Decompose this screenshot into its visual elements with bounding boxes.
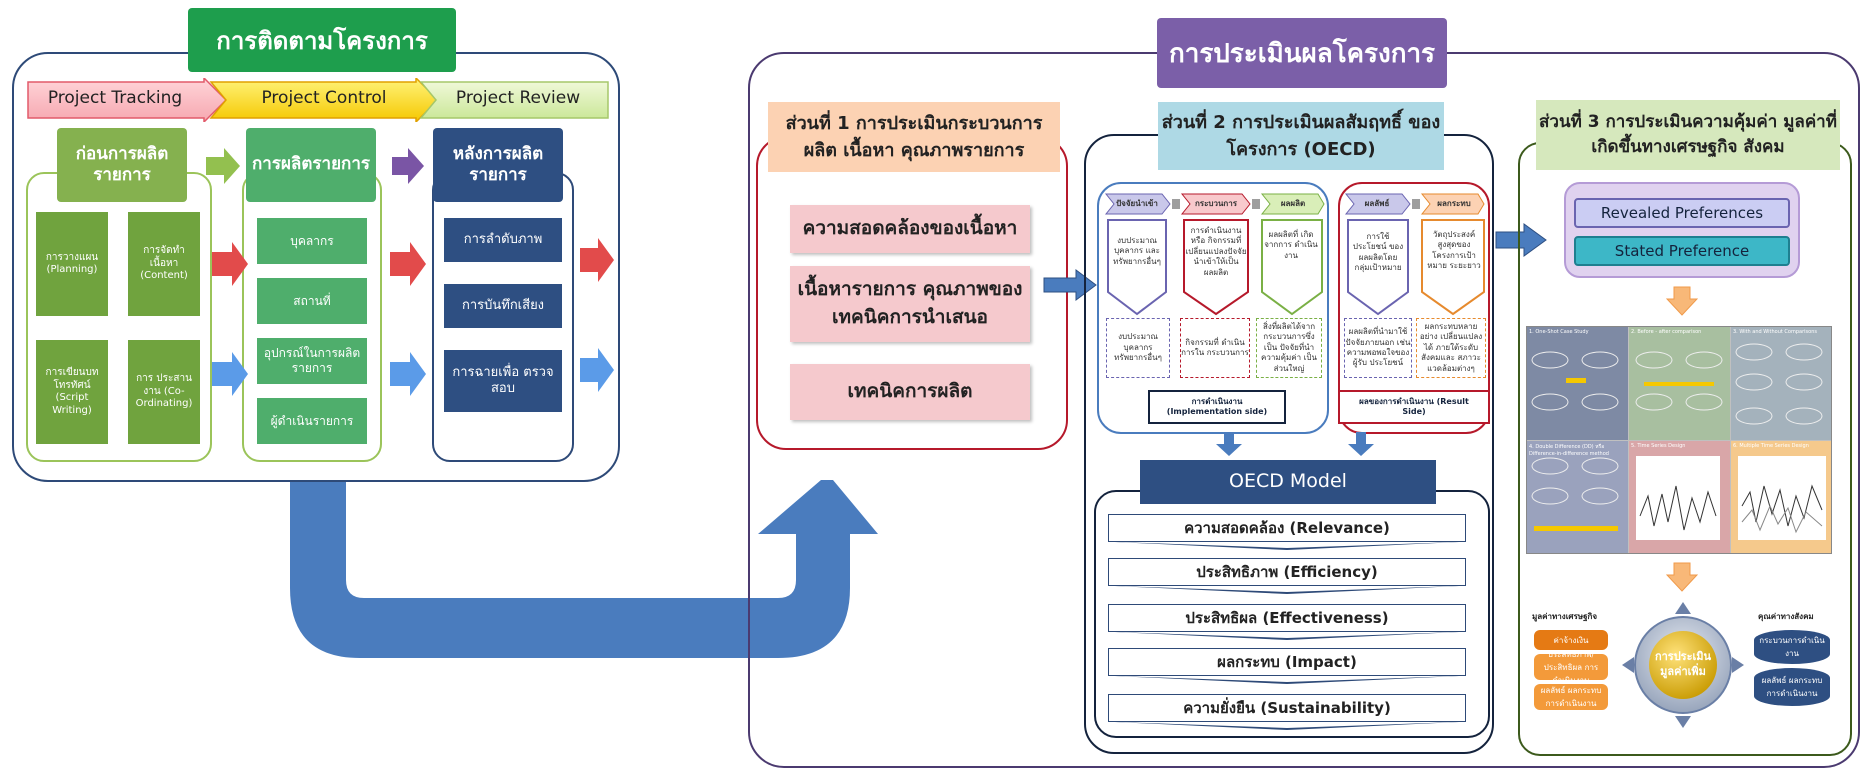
design-label-3: 3. With and Without Comparisons xyxy=(1733,329,1817,335)
econ-item-wage: ค่าจ้างเงิน xyxy=(1534,630,1608,650)
down-arrow-left xyxy=(1216,432,1242,456)
impl-note-input: งบประมาณ บุคลากร ทรัพยากรอื่นๆ xyxy=(1106,318,1170,378)
prod-item-personnel: บุคลากร xyxy=(257,218,367,264)
post-item-editing: การลำดับภาพ xyxy=(444,218,562,262)
part1-item-content-quality: เนื้อหารายการ คุณภาพของ เทคนิคการนำเสนอ xyxy=(790,266,1030,342)
impl-desc-process: การดำเนินงานหรือ กิจกรรมที่ เปลี่ยนแปลงป… xyxy=(1185,226,1247,277)
implementation-label: การดำเนินงาน (Implementation side) xyxy=(1148,390,1286,424)
implementation-heads xyxy=(1104,193,1325,215)
pre-production-header: ก่อนการผลิต รายการ xyxy=(57,128,187,202)
design-label-6: 6. Multiple Time Series Design xyxy=(1733,443,1809,449)
design-label-4: 4. Double Difference (DD) หรือ Differenc… xyxy=(1529,444,1609,457)
value-center-label: การประเมิน มูลค่าเพิ่ม xyxy=(1654,650,1712,678)
impl-desc-input: งบประมาณ บุคลากร และ ทรัพยากรอื่นๆ xyxy=(1113,236,1161,266)
result-label: ผลของการดำเนินงาน (Result Side) xyxy=(1338,390,1490,424)
design-label-5: 5. Time Series Design xyxy=(1631,443,1686,449)
arrow-pre-red xyxy=(212,242,248,286)
design-label-2: 2. Before - after comparison xyxy=(1631,329,1702,335)
social-label: คุณค่าทางสังคม xyxy=(1758,612,1814,621)
result-head-outcome: ผลลัพธ์ xyxy=(1364,199,1390,208)
phase-label-tracking: Project Tracking xyxy=(47,88,183,108)
result-pentagons xyxy=(1347,219,1485,316)
design-panel-1 xyxy=(1527,327,1628,440)
down-arrows-to-oecd xyxy=(1216,432,1374,456)
implementation-pentagons xyxy=(1107,219,1323,316)
oecd-criterion-impact: ผลกระทบ (Impact) xyxy=(1108,648,1466,676)
stated-preference: Stated Preference xyxy=(1574,236,1790,266)
pre-item-content: การจัดทำ เนื้อหา (Content) xyxy=(128,212,200,316)
arrow-pre-blue xyxy=(212,352,248,396)
impl-head-input: ปัจจัยนำเข้า xyxy=(1116,199,1158,208)
down-arrow-right xyxy=(1348,432,1374,456)
phase-label-review: Project Review xyxy=(455,88,581,108)
post-production-header: หลังการผลิต รายการ xyxy=(433,128,563,202)
part1-item-content-consistency: ความสอดคล้องของเนื้อหา xyxy=(790,205,1030,253)
post-item-screening: การฉายเพื่อ ตรวจสอบ xyxy=(444,350,562,412)
econ-item-efficiency: ประสิทธิภาพ/ประสิทธิผล การดำเนินงาน xyxy=(1534,650,1608,685)
result-head-impact: ผลกระทบ xyxy=(1437,199,1471,208)
arrow-prod-to-post xyxy=(392,148,424,184)
phase-arrow-control xyxy=(209,78,440,122)
value-center-badge xyxy=(1622,602,1744,728)
pre-item-script: การเขียนบท โทรทัศน์ (Script Writing) xyxy=(36,340,108,444)
prod-item-location: สถานที่ xyxy=(257,278,367,324)
phase-arrows xyxy=(27,78,609,122)
part3-title: ส่วนที่ 3 การประเมินความคุ้มค่า มูลค่าที… xyxy=(1536,100,1840,170)
evaluation-title: การประเมินผลโครงการ xyxy=(1157,18,1447,88)
econ-item-outcome: ผลลัพธ์ ผลกระทบ การดำเนินงาน xyxy=(1534,684,1608,710)
result-heads xyxy=(1344,193,1485,215)
arrow-prod-red xyxy=(390,242,426,286)
part2-title: ส่วนที่ 2 การประเมินผลสัมฤทธิ์ ของโครงกา… xyxy=(1158,102,1444,170)
tracking-title: การติดตามโครงการ xyxy=(188,8,456,72)
pre-item-coordinating: การ ประสานงาน (Co-Ordinating) xyxy=(128,340,200,444)
phase-arrow-review xyxy=(419,81,609,119)
arrow-part1-to-part2 xyxy=(1043,269,1097,301)
result-desc-outcome: การใช้ประโยชน์ ของผลผลิตโดย กลุ่มเป้าหมา… xyxy=(1352,232,1404,273)
design-sketches xyxy=(1531,343,1826,540)
pre-item-planning: การวางแผน (Planning) xyxy=(36,212,108,316)
oecd-criterion-efficiency: ประสิทธิภาพ (Efficiency) xyxy=(1108,558,1466,586)
result-note-outcome: ผลผลิตที่นำมาใช้ ปัจจัยภายนอก เช่น ความพ… xyxy=(1344,318,1412,378)
arrow-part2-to-part3 xyxy=(1495,223,1547,257)
arrow-prod-blue xyxy=(390,352,426,396)
prod-item-equipment: อุปกรณ์ในการผลิต รายการ xyxy=(257,338,367,384)
orange-arrow-1 xyxy=(1666,286,1698,316)
oecd-model-title: OECD Model xyxy=(1140,460,1436,504)
arrow-post-blue xyxy=(580,348,614,392)
impl-desc-output: ผลผลิตที่ เกิดจากการ ดำเนินงาน xyxy=(1264,230,1318,260)
post-item-sound: การบันทึกเสียง xyxy=(444,284,562,328)
result-note-impact: ผลกระทบหลายอย่าง เปลี่ยนแปลงได้ ภายใต้ระ… xyxy=(1416,318,1486,378)
orange-arrow-2 xyxy=(1666,562,1698,592)
phase-label-control: Project Control xyxy=(261,88,387,108)
oecd-criterion-effectiveness: ประสิทธิผล (Effectiveness) xyxy=(1108,604,1466,632)
tracking-flow-arrows xyxy=(206,148,614,396)
design-label-1: 1. One-Shot Case Study xyxy=(1529,329,1589,335)
oecd-criterion-relevance: ความสอดคล้อง (Relevance) xyxy=(1108,514,1466,542)
revealed-preferences: Revealed Preferences xyxy=(1574,198,1790,228)
arrow-pre-to-prod xyxy=(206,148,240,184)
production-header: การผลิตรายการ xyxy=(246,128,376,202)
part1-item-production-technique: เทคนิคการผลิต xyxy=(790,364,1030,420)
result-desc-impact: วัตถุประสงค์ สูงสุดของ โครงการเป้าหมาย ร… xyxy=(1427,230,1481,271)
phase-arrow-tracking xyxy=(27,78,228,122)
impl-head-process: กระบวนการ xyxy=(1194,199,1238,208)
oecd-criterion-sustainability: ความยั่งยืน (Sustainability) xyxy=(1108,694,1466,722)
prod-item-host: ผู้ดำเนินรายการ xyxy=(257,398,367,444)
impl-note-process: กิจกรรมที่ ดำเนินการใน กระบวนการ xyxy=(1180,318,1250,378)
social-item-process: กระบวนการดำเนินงาน xyxy=(1754,630,1830,664)
economic-label: มูลค่าทางเศรษฐกิจ xyxy=(1532,612,1598,621)
impl-head-output: ผลผลิต xyxy=(1280,199,1306,208)
social-item-outcome: ผลลัพธ์ ผลกระทบ การดำเนินงาน xyxy=(1754,668,1830,706)
impl-note-output: สิ่งที่ผลิตได้จาก กระบวนการซึ่งเป็น ปัจจ… xyxy=(1256,318,1322,378)
big-connector-arrow xyxy=(290,480,878,658)
part1-title: ส่วนที่ 1 การประเมินกระบวนการ ผลิต เนื้อ… xyxy=(768,102,1060,172)
arrow-post-red xyxy=(580,238,614,282)
